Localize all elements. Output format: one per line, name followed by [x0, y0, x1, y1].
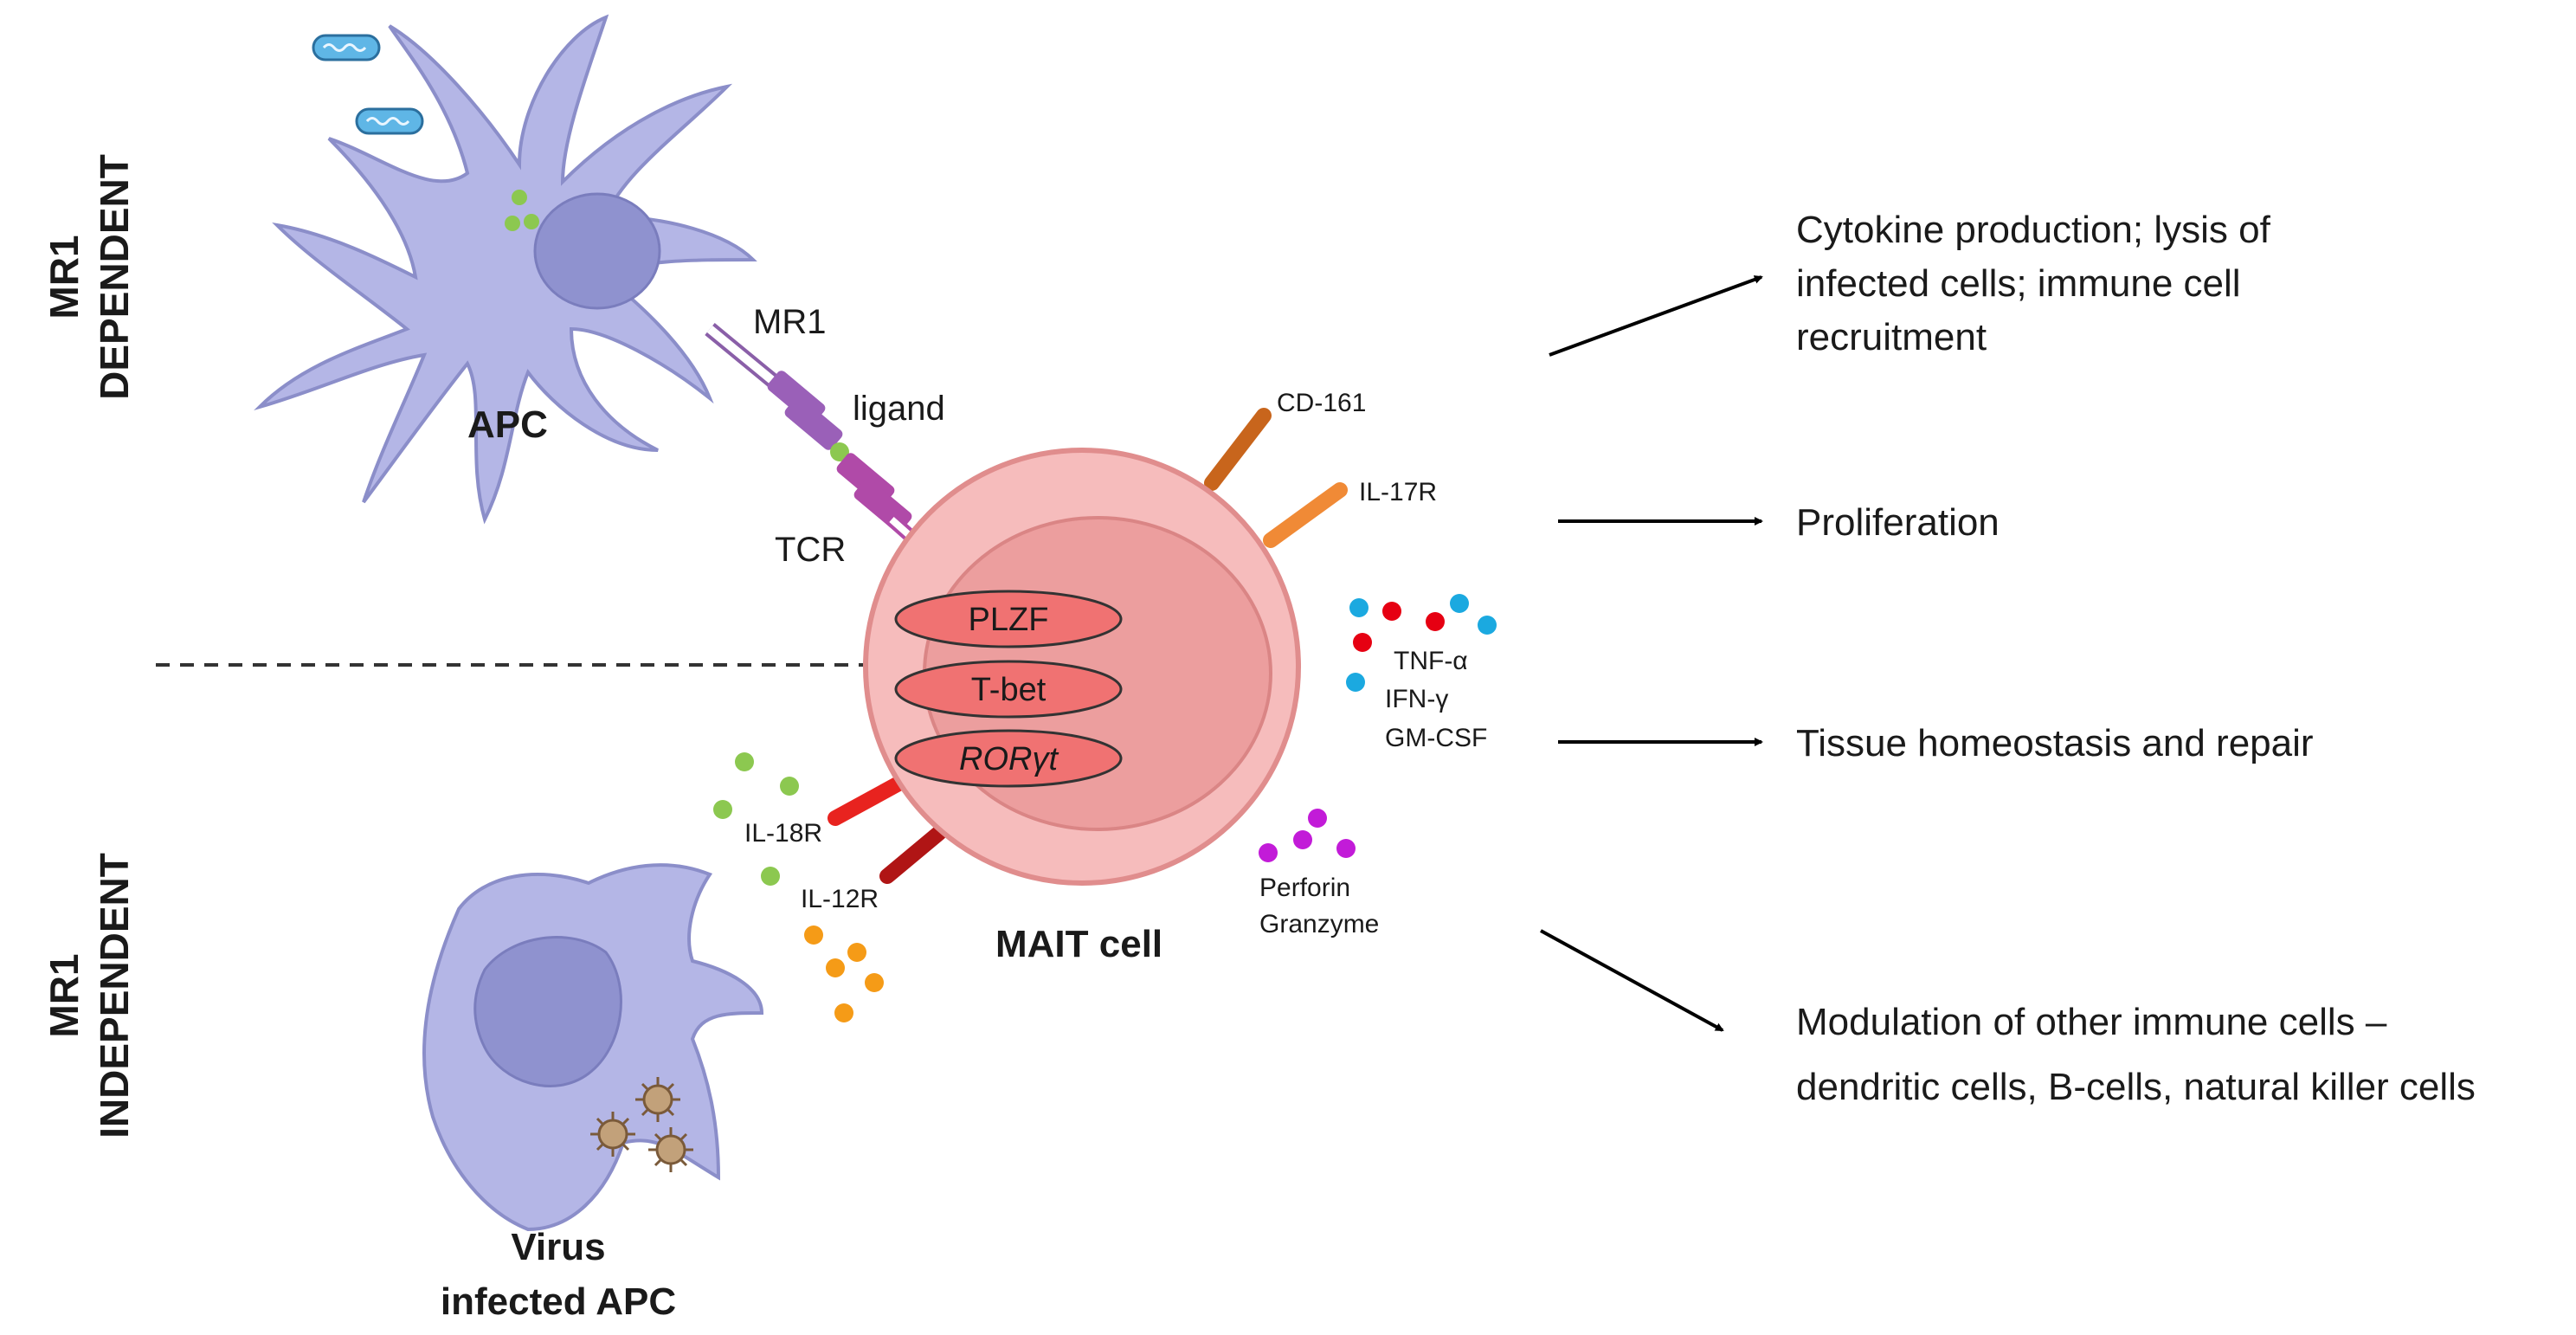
bacterium-icon	[312, 34, 381, 61]
svg-text:T-bet: T-bet	[971, 672, 1046, 708]
mr1-independent-label: MR1 INDEPENDENT	[42, 853, 137, 1138]
virus-apc-label-line1: Virus	[511, 1226, 605, 1268]
tf-plzf: PLZF	[894, 590, 1123, 648]
ligand-icon	[830, 442, 849, 461]
virus-apc-nucleus	[473, 936, 622, 1087]
apc-cell	[254, 14, 757, 525]
bacterium-icon	[355, 107, 424, 135]
svg-text:recruitment: recruitment	[1796, 316, 1987, 358]
il18r-label: IL-18R	[744, 819, 822, 848]
ligand-label: ligand	[853, 390, 945, 428]
virus-apc-label-line2: infected APC	[441, 1280, 676, 1323]
il12-dots	[804, 925, 884, 1022]
tf-tbet: T-bet	[894, 660, 1123, 719]
mr1-dependent-label: MR1 DEPENDENT	[42, 154, 137, 400]
granzyme-label: Granzyme	[1259, 910, 1379, 938]
outcome-cytokine: Cytokine production; lysis of infected c…	[1796, 209, 2271, 358]
gmcsf-label: GM-CSF	[1385, 724, 1487, 752]
mr1-tcr-complex	[705, 323, 936, 559]
il18-dots	[713, 752, 799, 886]
mr1-label: MR1	[753, 303, 826, 341]
il18r-receptor	[828, 775, 908, 826]
svg-text:dendritic cells, B-cells, natu: dendritic cells, B-cells, natural killer…	[1796, 1066, 2476, 1108]
perforin-label: Perforin	[1259, 874, 1350, 902]
svg-text:infected cells; immune cell: infected cells; immune cell	[1796, 262, 2241, 305]
svg-text:Cytokine production; lysis of: Cytokine production; lysis of	[1796, 209, 2271, 251]
arrow-cytokine	[1549, 275, 1763, 357]
apc-body	[254, 14, 757, 525]
tnf-label: TNF-α	[1394, 647, 1468, 675]
tcr-label: TCR	[775, 531, 846, 569]
outcome-modulation: Modulation of other immune cells – dendr…	[1796, 1001, 2476, 1108]
outcome-proliferation: Proliferation	[1796, 501, 2000, 544]
virus-icon	[590, 1112, 635, 1157]
il17r-receptor	[1263, 482, 1348, 548]
svg-text:DEPENDENT: DEPENDENT	[92, 154, 137, 400]
svg-text:MR1: MR1	[42, 953, 87, 1037]
ifn-label: IFN-γ	[1385, 685, 1448, 713]
tf-rorgt: RORγt	[894, 729, 1123, 788]
il12r-receptor	[879, 825, 947, 884]
mait-cell	[863, 448, 1301, 886]
outcome-tissue: Tissue homeostasis and repair	[1796, 722, 2314, 764]
il17r-label: IL-17R	[1359, 478, 1437, 506]
il12r-label: IL-12R	[801, 885, 879, 913]
svg-text:MR1: MR1	[42, 235, 87, 319]
svg-text:INDEPENDENT: INDEPENDENT	[92, 853, 137, 1138]
svg-text:RORγt: RORγt	[959, 741, 1059, 777]
apc-label: APC	[467, 403, 548, 446]
cd161-receptor	[1204, 408, 1272, 491]
virus-infected-apc	[422, 863, 764, 1232]
virus-icon	[635, 1077, 680, 1122]
arrow-modulation	[1540, 929, 1724, 1032]
svg-text:PLZF: PLZF	[969, 602, 1049, 638]
mait-cell-label: MAIT cell	[995, 923, 1162, 965]
virus-icon	[648, 1127, 693, 1172]
svg-text:Modulation of other immune cel: Modulation of other immune cells –	[1796, 1001, 2387, 1043]
apc-nucleus	[533, 192, 661, 310]
cytokine-dots	[1346, 594, 1497, 692]
cd161-label: CD-161	[1277, 389, 1366, 417]
perforin-dots	[1259, 809, 1356, 862]
